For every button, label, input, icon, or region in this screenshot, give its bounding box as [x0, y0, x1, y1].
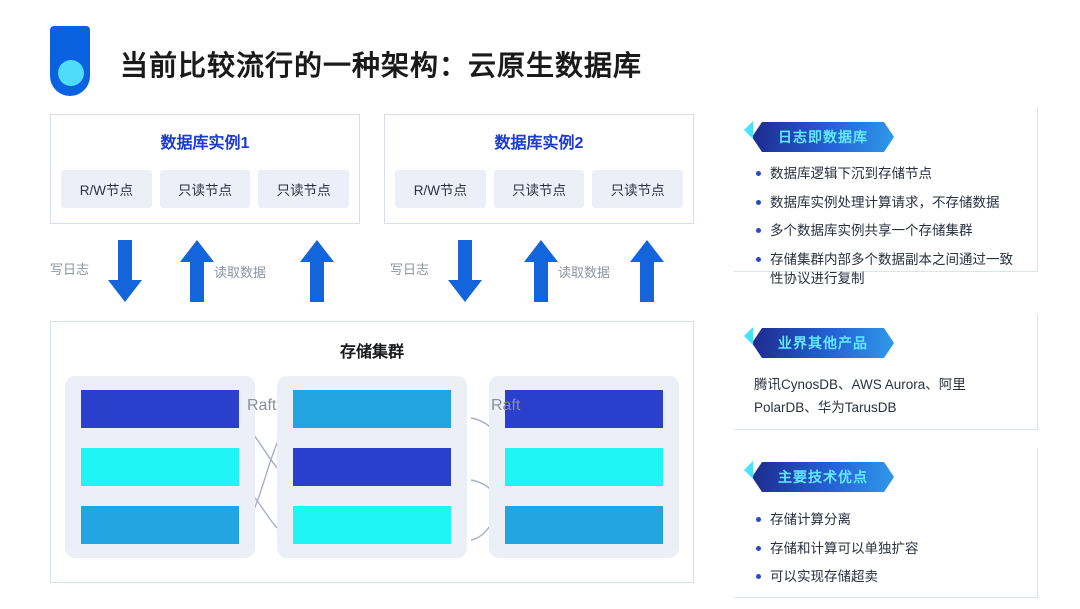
- storage-column-1: [65, 376, 255, 558]
- badge-wrap-3: 主要技术优点: [734, 448, 1037, 492]
- other-products-text: 腾讯CynosDB、AWS Aurora、阿里PolarDB、华为TarusDB: [754, 377, 966, 415]
- storage-block-2-1: [293, 390, 451, 428]
- bullet-list-3: 存储计算分离 存储和计算可以单独扩容 可以实现存储超卖: [756, 510, 1019, 587]
- storage-cluster-panel: 存储集群: [50, 321, 694, 583]
- read-data-label-2: 读取数据: [558, 265, 611, 280]
- sidebar-card-technical-advantages: 主要技术优点 存储计算分离 存储和计算可以单独扩容 可以实现存储超卖: [734, 448, 1038, 598]
- read-data-label-1: 读取数据: [214, 265, 267, 280]
- arrow-down-write-1: [108, 240, 142, 302]
- node-pill-ro-2a[interactable]: 只读节点: [493, 170, 585, 208]
- storage-block-3-2: [505, 448, 663, 486]
- arrow-up-read-2a: [524, 240, 558, 302]
- db-instance-title-2: 数据库实例2: [494, 135, 584, 152]
- storage-block-1-1: [81, 390, 239, 428]
- arrow-down-write-2: [448, 240, 482, 302]
- storage-column-3: [489, 376, 679, 558]
- list-item: 多个数据库实例共享一个存储集群: [756, 221, 1019, 241]
- list-item: 数据库实例处理计算请求，不存储数据: [756, 193, 1019, 213]
- badge-label-2: 业界其他产品: [752, 328, 894, 358]
- raft-label-1: Raft: [247, 397, 277, 414]
- arrow-up-read-1b: [300, 240, 334, 302]
- bullet-list-1: 数据库逻辑下沉到存储节点 数据库实例处理计算请求，不存储数据 多个数据库实例共享…: [756, 164, 1019, 289]
- node-pill-rw-1[interactable]: R/W节点: [61, 170, 152, 208]
- sidebar-card-log-is-database: 日志即数据库 数据库逻辑下沉到存储节点 数据库实例处理计算请求，不存储数据 多个…: [734, 108, 1038, 286]
- node-row-1: R/W节点 只读节点 只读节点: [51, 170, 359, 208]
- storage-block-3-1: [505, 390, 663, 428]
- logo-circle-icon: [58, 60, 84, 86]
- list-item: 数据库逻辑下沉到存储节点: [756, 164, 1019, 184]
- db-instance-title-1: 数据库实例1: [160, 135, 250, 152]
- write-log-label-2: 写日志: [390, 262, 430, 277]
- arrow-up-read-1a: [180, 240, 214, 302]
- node-pill-ro-1b[interactable]: 只读节点: [258, 170, 350, 208]
- chevron-left-icon-1: [744, 121, 753, 139]
- storage-block-2-3: [293, 506, 451, 544]
- badge-label-1: 日志即数据库: [752, 122, 894, 152]
- node-row-2: R/W节点 只读节点 只读节点: [385, 170, 693, 208]
- chevron-left-icon-3: [744, 461, 753, 479]
- write-log-label-1: 写日志: [50, 262, 90, 277]
- list-item: 存储集群内部多个数据副本之间通过一致性协议进行复制: [756, 250, 1019, 289]
- db-instance-card-1: 数据库实例1 R/W节点 只读节点 只读节点: [50, 114, 360, 224]
- list-item: 存储计算分离: [756, 510, 1019, 530]
- node-pill-ro-2b[interactable]: 只读节点: [592, 170, 684, 208]
- db-instance-card-2: 数据库实例2 R/W节点 只读节点 只读节点: [384, 114, 694, 224]
- node-pill-rw-2[interactable]: R/W节点: [395, 170, 486, 208]
- chevron-left-icon-2: [744, 327, 753, 345]
- storage-block-2-2: [293, 448, 451, 486]
- arrow-up-read-2b: [630, 240, 664, 302]
- list-item: 存储和计算可以单独扩容: [756, 539, 1019, 559]
- storage-block-1-3: [81, 506, 239, 544]
- badge-label-3: 主要技术优点: [752, 462, 894, 492]
- logo-capsule-icon: [50, 26, 90, 96]
- storage-block-3-3: [505, 506, 663, 544]
- storage-column-2: [277, 376, 467, 558]
- sidebar-card-other-products: 业界其他产品 腾讯CynosDB、AWS Aurora、阿里PolarDB、华为…: [734, 314, 1038, 430]
- badge-wrap-2: 业界其他产品: [734, 314, 1037, 358]
- storage-columns: [51, 376, 693, 558]
- raft-label-2: Raft: [491, 397, 521, 414]
- list-item: 可以实现存储超卖: [756, 567, 1019, 587]
- storage-cluster-title: 存储集群: [339, 344, 404, 361]
- badge-wrap-1: 日志即数据库: [734, 108, 1037, 152]
- page-title: 当前比较流行的一种架构：云原生数据库: [120, 50, 643, 81]
- node-pill-ro-1a[interactable]: 只读节点: [159, 170, 251, 208]
- storage-block-1-2: [81, 448, 239, 486]
